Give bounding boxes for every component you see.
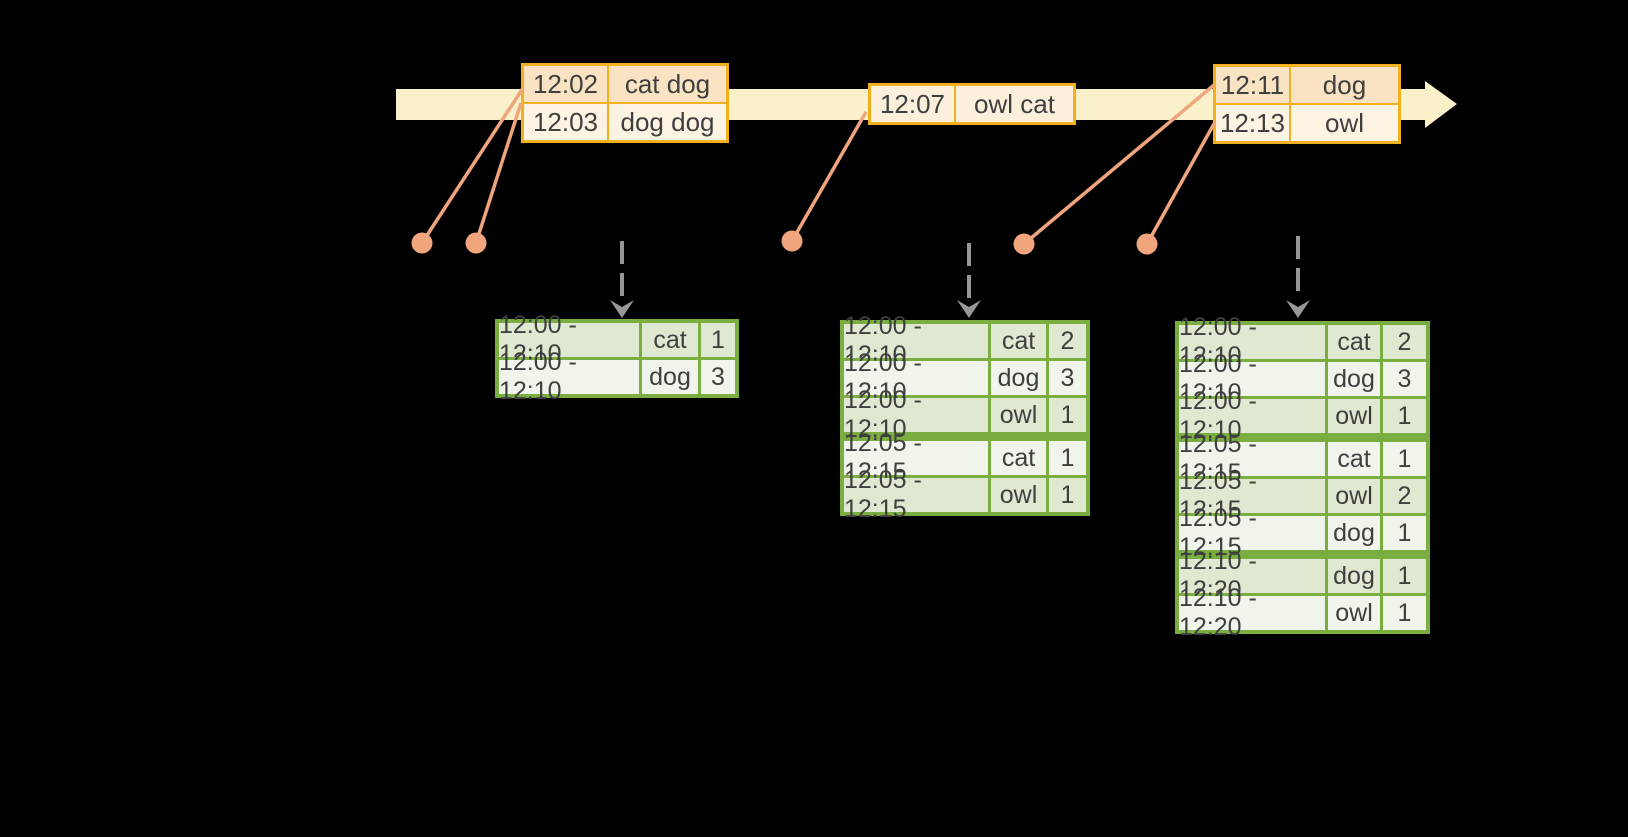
word-cell: owl [991,478,1046,512]
table-row: 12:00 - 12:10 owl 1 [844,386,1086,443]
event-time: 12:11 [1216,67,1289,103]
trigger-dashed-arrow-icon [1286,236,1310,318]
window-cell: 12:00 - 12:10 [844,312,988,369]
count-cell: 1 [1383,516,1426,550]
window-cell: 12:00 - 12:10 [844,349,988,406]
word-cell: dog [642,360,698,394]
event-marker-dots [411,230,1158,255]
window-cell: 12:10 - 12:20 [1179,584,1325,641]
event-marker-dot-icon [411,232,433,254]
event-connector-line [420,87,525,244]
window-cell: 12:10 - 12:20 [1179,547,1325,604]
word-cell: dog [991,361,1046,395]
event-box-1211: 12:11 dog 12:13 owl [1213,64,1401,144]
table-row: 12:10 - 12:20 dog 1 [1179,547,1426,604]
window-cell: 12:05 - 12:15 [1179,504,1325,561]
word-cell: cat [1328,442,1380,476]
count-cell: 3 [1383,362,1426,396]
table-row: 12:00 - 12:10 cat 2 [844,312,1086,369]
event-box-1202: 12:02 cat dog 12:03 dog dog [521,63,729,143]
word-cell: cat [991,441,1046,475]
window-cell: 12:05 - 12:15 [844,466,988,523]
word-cell: owl [1328,596,1380,630]
event-box-1207: 12:07 owl cat [868,83,1076,125]
event-words: dog dog [609,104,726,140]
table-row: 12:00 - 12:10 dog 3 [844,349,1086,406]
word-cell: owl [1328,399,1380,433]
event-words: cat dog [609,66,726,102]
word-cell: cat [991,324,1046,358]
event-words: dog [1291,67,1398,103]
result-table-3: 12:00 - 12:10 cat 2 12:00 - 12:10 dog 3 … [1175,313,1430,641]
event-time: 12:02 [524,66,607,102]
event-marker-dot-icon [1013,233,1035,255]
word-cell: dog [1328,559,1380,593]
count-cell: 1 [1049,398,1086,432]
event-connector-line [790,111,868,242]
count-cell: 2 [1383,479,1426,513]
table-row: 12:05 - 12:15 owl 1 [844,466,1086,523]
window-cell: 12:00 - 12:10 [844,386,988,443]
count-cell: 2 [1049,324,1086,358]
table-row: 12:00 - 12:10 dog 3 [499,348,735,405]
event-marker-dot-icon [1136,233,1158,255]
event-marker-dot-icon [465,232,487,254]
trigger-dashed-arrow-icon [957,243,981,318]
result-table-1: 12:00 - 12:10 cat 1 12:00 - 12:10 dog 3 [495,311,739,405]
event-words: owl cat [956,86,1073,122]
count-cell: 1 [1383,442,1426,476]
word-cell: cat [642,323,698,357]
count-cell: 3 [701,360,735,394]
timeline-right-arrow-icon [1425,81,1457,128]
count-cell: 1 [1383,596,1426,630]
table-row: 12:05 - 12:15 dog 1 [1179,504,1426,561]
trigger-arrows [610,236,1310,318]
word-cell: dog [1328,362,1380,396]
word-cell: dog [1328,516,1380,550]
word-cell: owl [991,398,1046,432]
event-connector-lines [420,83,1217,246]
event-connector-line [1022,83,1216,246]
word-cell: cat [1328,325,1380,359]
count-cell: 1 [1049,478,1086,512]
event-words: owl [1291,105,1398,141]
count-cell: 1 [1383,399,1426,433]
event-time: 12:13 [1216,105,1289,141]
event-marker-dot-icon [781,230,803,252]
event-time: 12:03 [524,104,607,140]
result-table-2: 12:00 - 12:10 cat 2 12:00 - 12:10 dog 3 … [840,312,1090,523]
table-row: 12:00 - 12:10 cat 2 [1179,313,1426,370]
event-time: 12:07 [871,86,954,122]
window-cell: 12:00 - 12:10 [1179,387,1325,444]
window-cell: 12:00 - 12:10 [499,348,639,405]
event-connector-line [1145,121,1217,245]
count-cell: 1 [1383,559,1426,593]
table-row: 12:10 - 12:20 owl 1 [1179,584,1426,641]
word-cell: owl [1328,479,1380,513]
count-cell: 1 [701,323,735,357]
table-row: 12:00 - 12:10 owl 1 [1179,387,1426,444]
count-cell: 2 [1383,325,1426,359]
count-cell: 1 [1049,441,1086,475]
count-cell: 3 [1049,361,1086,395]
event-connector-line [474,102,523,244]
trigger-dashed-arrow-icon [610,241,634,318]
